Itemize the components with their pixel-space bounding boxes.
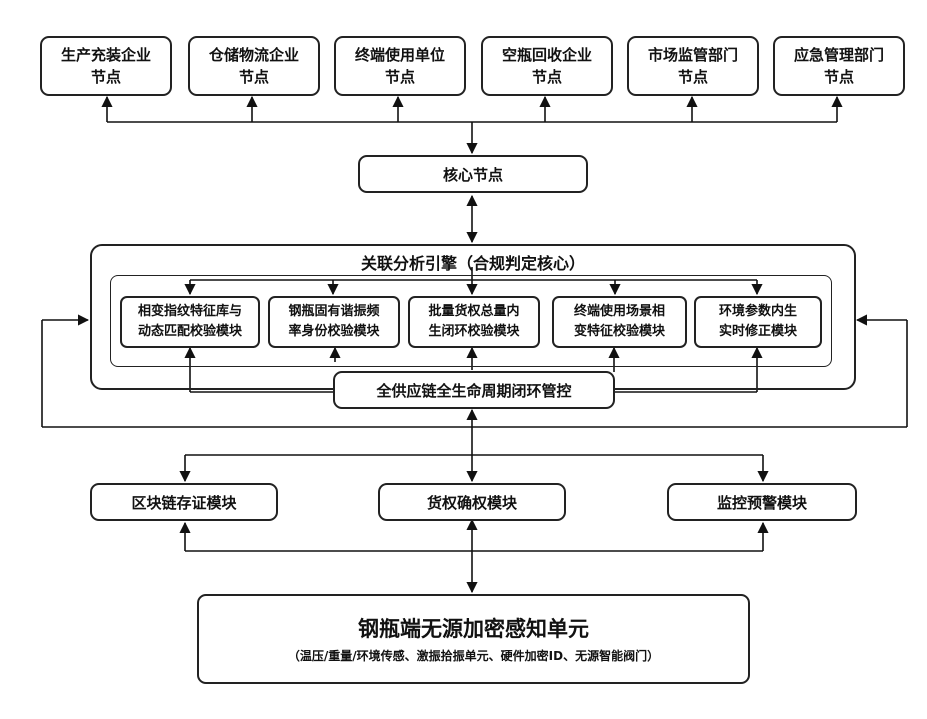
top-node-terminal-user-line2: 节点 [385,66,415,88]
full-lifecycle-control-label: 全供应链全生命周期闭环管控 [376,380,571,401]
top-node-terminal-user-line1: 终端使用单位 [355,44,445,66]
top-node-production-line2: 节点 [91,66,121,88]
blockchain-evidence-module: 区块链存证模块 [90,483,278,521]
sensor-unit-subtitle: （温压/重量/环境传感、激振拾振单元、硬件加密ID、无源智能阀门） [288,646,659,666]
module-batch-ownership-line1: 批量货权总量内 [428,302,519,322]
top-node-market-regulator: 市场监管部门 节点 [627,36,759,96]
module-terminal-scene-line2: 变特征校验模块 [574,322,665,342]
module-phase-fingerprint-line2: 动态匹配校验模块 [138,322,242,342]
module-phase-fingerprint: 相变指纹特征库与 动态匹配校验模块 [120,296,260,348]
module-environment-correction-line2: 实时修正模块 [719,322,797,342]
top-node-warehouse-line2: 节点 [239,66,269,88]
full-lifecycle-control: 全供应链全生命周期闭环管控 [333,371,615,409]
sensor-unit-title: 钢瓶端无源加密感知单元 [358,612,589,646]
module-phase-fingerprint-line1: 相变指纹特征库与 [138,302,242,322]
module-environment-correction-line1: 环境参数内生 [719,302,797,322]
top-node-production-line1: 生产充装企业 [61,44,151,66]
module-terminal-scene-line1: 终端使用场景相 [574,302,665,322]
module-resonance-identity: 钢瓶固有谐振频 率身份校验模块 [268,296,400,348]
module-resonance-identity-line2: 率身份校验模块 [288,322,379,342]
top-node-emergency-management: 应急管理部门 节点 [773,36,905,96]
passive-encrypted-sensor-unit: 钢瓶端无源加密感知单元 （温压/重量/环境传感、激振拾振单元、硬件加密ID、无源… [197,594,750,684]
top-node-emergency-management-line2: 节点 [824,66,854,88]
top-node-warehouse-line1: 仓储物流企业 [209,44,299,66]
monitoring-warning-module: 监控预警模块 [667,483,857,521]
module-batch-ownership-line2: 生闭环校验模块 [428,322,519,342]
top-node-warehouse: 仓储物流企业 节点 [188,36,320,96]
module-resonance-identity-line1: 钢瓶固有谐振频 [288,302,379,322]
module-batch-ownership: 批量货权总量内 生闭环校验模块 [408,296,540,348]
top-node-terminal-user: 终端使用单位 节点 [334,36,466,96]
core-node-label: 核心节点 [443,164,503,185]
module-terminal-scene: 终端使用场景相 变特征校验模块 [552,296,687,348]
module-environment-correction: 环境参数内生 实时修正模块 [694,296,822,348]
core-node: 核心节点 [358,155,588,193]
goods-rights-module-label: 货权确权模块 [427,492,517,513]
top-node-emergency-management-line1: 应急管理部门 [794,44,884,66]
goods-rights-module: 货权确权模块 [378,483,566,521]
top-node-recycling: 空瓶回收企业 节点 [481,36,613,96]
top-node-recycling-line2: 节点 [532,66,562,88]
engine-title: 关联分析引擎（合规判定核心） [90,250,856,274]
top-node-recycling-line1: 空瓶回收企业 [502,44,592,66]
top-node-market-regulator-line1: 市场监管部门 [648,44,738,66]
monitoring-warning-module-label: 监控预警模块 [717,492,807,513]
top-node-market-regulator-line2: 节点 [678,66,708,88]
top-node-production: 生产充装企业 节点 [40,36,172,96]
blockchain-evidence-module-label: 区块链存证模块 [131,492,236,513]
